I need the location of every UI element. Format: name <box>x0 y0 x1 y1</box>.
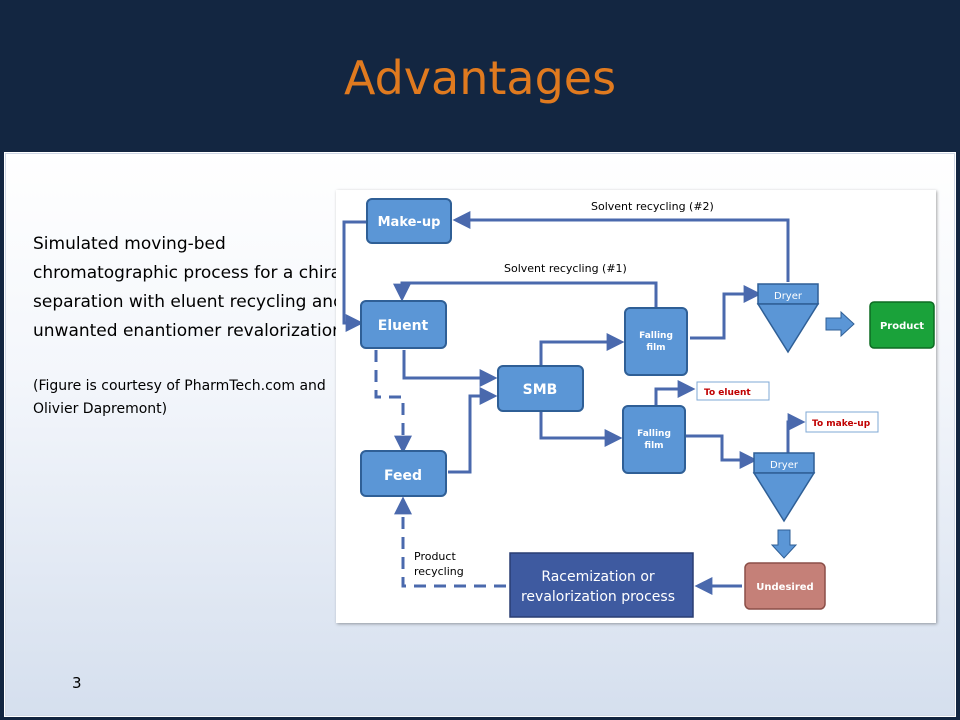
dashed-flow-lines <box>374 350 506 588</box>
title-bar <box>0 0 960 150</box>
callout-to-makeup: To make-up <box>805 411 879 433</box>
node-undesired-label: Undesired <box>756 582 813 593</box>
solvent-recycling-1-line <box>393 281 658 308</box>
node-falling-film-bottom: Falling film <box>622 405 686 474</box>
node-racemization: Racemization or revalorization process <box>509 552 694 618</box>
node-feed: Feed <box>360 450 447 497</box>
flow-lines <box>342 211 806 595</box>
node-falling-film-top-line2: film <box>646 343 665 353</box>
slide-title: Advantages <box>343 51 617 105</box>
callout-to-eluent: To eluent <box>696 381 770 401</box>
node-product: Product <box>869 301 935 349</box>
node-falling-film-bottom-line1: Falling <box>637 429 671 439</box>
falling-film-to-dryer-top-line <box>690 285 762 340</box>
smb-to-falling-film-top-line <box>539 333 625 366</box>
falling-film-to-dryer-bottom-line <box>686 434 758 469</box>
label-product-recycling-line2: recycling <box>414 565 464 578</box>
node-falling-film-bottom-line2: film <box>644 441 663 451</box>
page-number: 3 <box>72 674 82 692</box>
node-dryer-bottom: Dryer <box>752 452 816 523</box>
callout-to-makeup-label: To make-up <box>812 419 871 429</box>
node-undesired: Undesired <box>744 562 826 610</box>
node-falling-film-top-line1: Falling <box>639 331 673 341</box>
process-diagram: Make-up Eluent Feed SMB Falling film Fal… <box>336 190 936 623</box>
makeup-to-eluent-line <box>342 220 368 332</box>
node-dryer-bottom-label: Dryer <box>770 460 799 471</box>
smb-to-falling-film-bottom-line <box>539 412 623 447</box>
racemization-to-feed-dashed-line <box>394 496 506 588</box>
node-falling-film-top: Falling film <box>624 307 688 376</box>
figure-caption: Simulated moving-bed chromatographic pro… <box>33 234 349 341</box>
label-product-recycling-line1: Product <box>414 550 456 563</box>
label-solvent-recycling-2: Solvent recycling (#2) <box>591 200 714 213</box>
node-eluent: Eluent <box>360 300 447 349</box>
figure-credit: (Figure is courtesy of PharmTech.com and… <box>33 378 326 417</box>
dryer-to-undesired-block-arrow <box>770 529 798 559</box>
label-solvent-recycling-1: Solvent recycling (#1) <box>504 262 627 275</box>
node-dryer-top: Dryer <box>756 283 820 354</box>
node-dryer-top-label: Dryer <box>774 291 803 302</box>
node-smb: SMB <box>497 365 584 412</box>
node-racemization-line1: Racemization or <box>541 569 655 585</box>
node-makeup: Make-up <box>366 198 452 244</box>
falling-film-to-eluent-callout-line <box>654 380 696 405</box>
dryer-to-product-block-arrow <box>825 310 855 338</box>
feed-to-smb-line <box>448 387 498 474</box>
dryer-to-makeup-callout-line <box>786 413 806 453</box>
node-product-label: Product <box>880 321 924 332</box>
callout-to-eluent-label: To eluent <box>704 388 751 398</box>
node-smb-label: SMB <box>523 382 558 398</box>
eluent-to-smb-line <box>402 350 498 387</box>
eluent-to-feed-dashed-line <box>374 350 412 454</box>
solvent-recycling-2-line <box>452 211 790 282</box>
node-racemization-line2: revalorization process <box>521 589 675 605</box>
node-feed-label: Feed <box>384 468 422 484</box>
node-makeup-label: Make-up <box>378 215 441 230</box>
process-diagram-svg: Make-up Eluent Feed SMB Falling film Fal… <box>342 198 935 618</box>
node-eluent-label: Eluent <box>378 318 429 334</box>
